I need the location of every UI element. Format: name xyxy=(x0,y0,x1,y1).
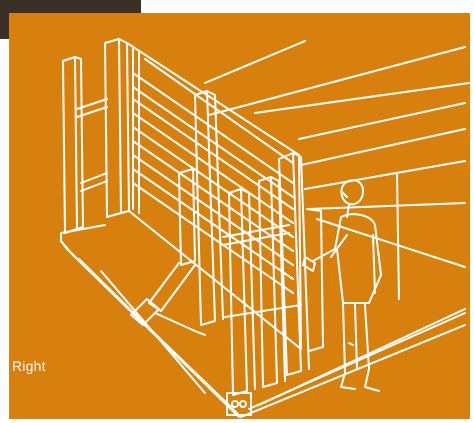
left-pillars xyxy=(63,39,129,233)
base-frame xyxy=(61,225,465,417)
flatrack-end-wall-raise-illustration xyxy=(9,13,470,419)
worker-figure xyxy=(303,180,381,391)
illustration-panel xyxy=(9,13,470,419)
caption-label: Right xyxy=(12,358,46,374)
